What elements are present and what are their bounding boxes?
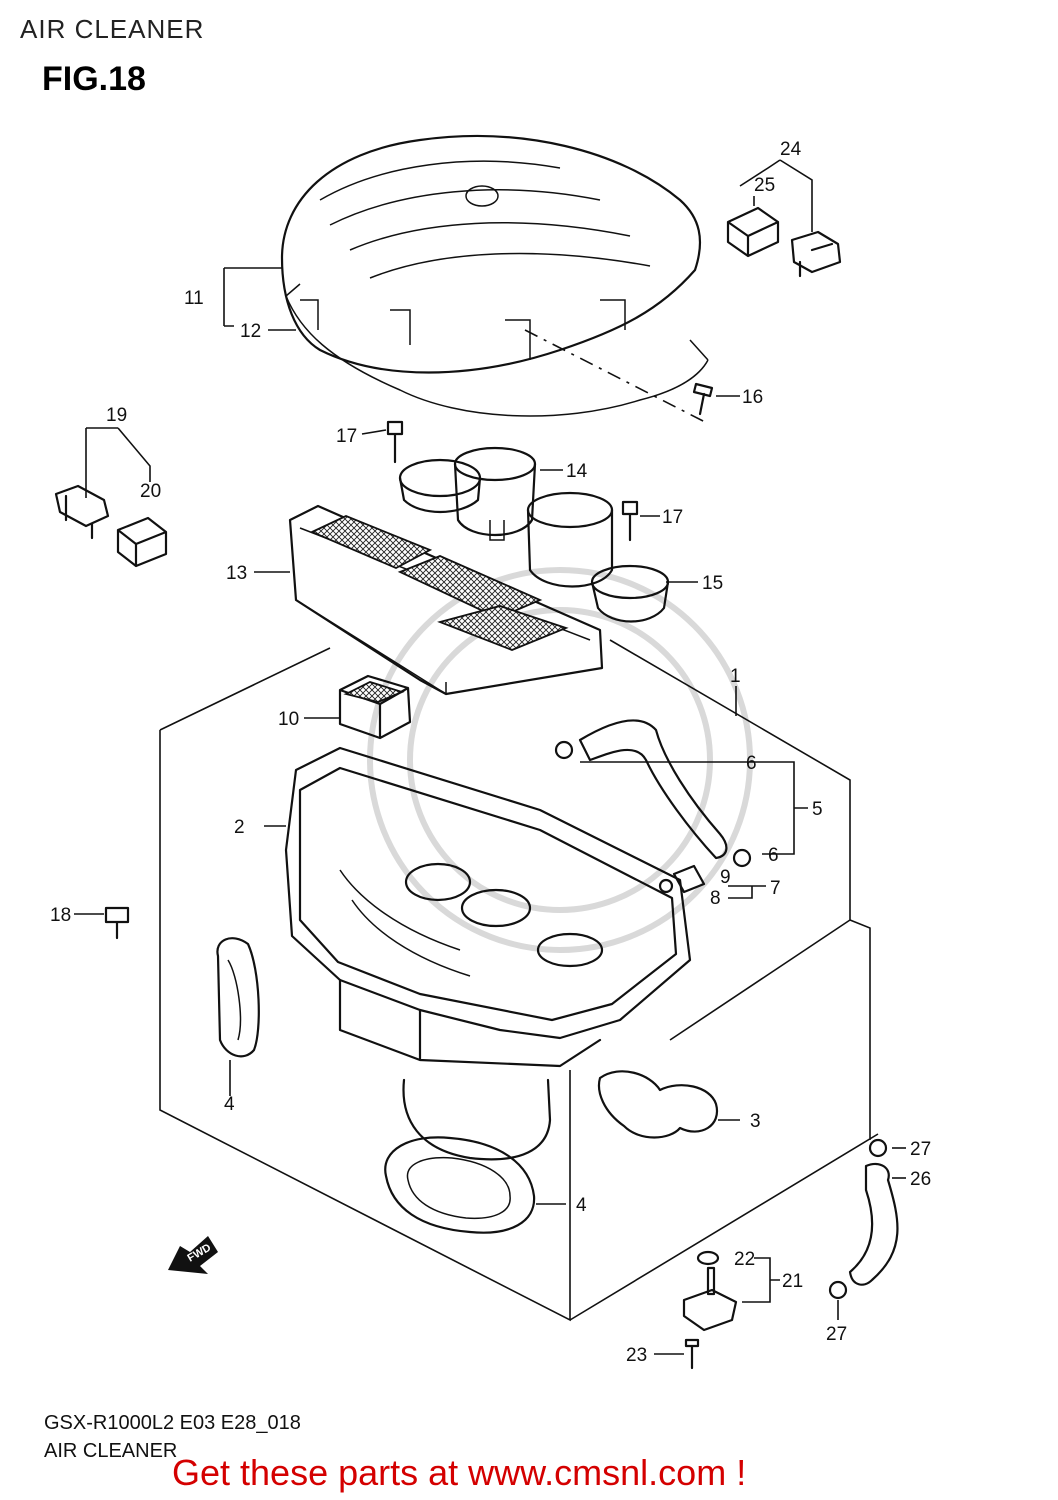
callout-17-upper: 17: [336, 426, 357, 447]
callout-25: 25: [754, 175, 775, 196]
velocity-stack-15: [526, 491, 670, 623]
callout-5: 5: [812, 799, 823, 820]
air-cleaner-case: [284, 746, 692, 1161]
air-filter-element: [288, 504, 604, 696]
sponge-10: [338, 674, 412, 740]
parts-store-link[interactable]: Get these parts at www.cmsnl.com !: [172, 1452, 747, 1493]
figure-caption: AIR CLEANER: [44, 1440, 178, 1462]
screw-23: [684, 1338, 700, 1370]
callout-9: 9: [720, 867, 731, 888]
screw-17-lower: [621, 500, 639, 542]
callout-18: 18: [50, 905, 71, 926]
rubber-seal-4-bottom: [384, 1136, 536, 1234]
clamp-8: [658, 878, 674, 894]
callout-13: 13: [226, 563, 247, 584]
gasket-3: [597, 1070, 719, 1139]
drain-plug-21: [682, 1266, 738, 1332]
cover-gasket: [285, 283, 709, 417]
rubber-seal-4-left: [216, 937, 260, 1058]
o-ring-22: [696, 1250, 720, 1266]
callout-2: 2: [234, 817, 245, 838]
callout-8: 8: [710, 888, 721, 909]
breather-hose-5: [578, 719, 728, 860]
connector-20: [116, 516, 168, 568]
callout-1: 1: [730, 666, 741, 687]
forward-arrow-icon: FWD: [168, 1236, 218, 1274]
callout-4-left: 4: [224, 1094, 235, 1115]
leader-lines: [74, 159, 906, 1355]
assembly-frame-1b: [569, 919, 879, 1321]
assembly-frame-1: [159, 639, 851, 1322]
screw-16: [692, 382, 714, 416]
callout-15: 15: [702, 573, 723, 594]
callout-23: 23: [626, 1345, 647, 1366]
callout-10: 10: [278, 709, 299, 730]
callout-7: 7: [770, 878, 781, 899]
assembly-axis-cover: [524, 329, 706, 423]
bolt-18: [104, 906, 130, 940]
clamp-27-top: [868, 1138, 888, 1158]
velocity-stack-14: [398, 446, 537, 541]
figure-number: FIG.18: [42, 60, 146, 98]
sensor-connector-25: [726, 206, 780, 258]
drain-hose-26: [848, 1162, 899, 1286]
sensor-24: [790, 230, 842, 278]
watermark-logo: [367, 567, 753, 953]
callout-16: 16: [742, 387, 763, 408]
callout-labels: 24 25 11 12 16 19 17 14 20 17 13 15 1 10…: [50, 139, 931, 1366]
callout-20: 20: [140, 481, 161, 502]
callout-24: 24: [780, 139, 802, 160]
callout-17-lower: 17: [662, 507, 683, 528]
callout-27-upper: 27: [910, 1139, 931, 1160]
connector-19: [54, 484, 110, 540]
callout-6-upper: 6: [746, 753, 757, 774]
callout-26: 26: [910, 1169, 931, 1190]
callout-6-lower: 6: [768, 845, 779, 866]
callout-27-lower: 27: [826, 1324, 847, 1345]
callout-21: 21: [782, 1271, 803, 1292]
clamp-27-bottom: [828, 1280, 848, 1300]
callout-4-bottom: 4: [576, 1195, 587, 1216]
page-header-title: AIR CLEANER: [20, 14, 205, 44]
model-code: GSX-R1000L2 E03 E28_018: [44, 1412, 301, 1434]
callout-14: 14: [566, 461, 588, 482]
air-cleaner-cover: [280, 134, 702, 374]
clamp-6-top: [554, 740, 574, 760]
clamp-6-bottom: [732, 848, 752, 868]
callout-3: 3: [750, 1111, 761, 1132]
callout-11: 11: [184, 288, 204, 309]
callout-19: 19: [106, 405, 127, 426]
callout-12: 12: [240, 321, 261, 342]
callout-22: 22: [734, 1249, 755, 1270]
screw-17-upper: [386, 420, 404, 464]
joint-9: [672, 864, 706, 894]
